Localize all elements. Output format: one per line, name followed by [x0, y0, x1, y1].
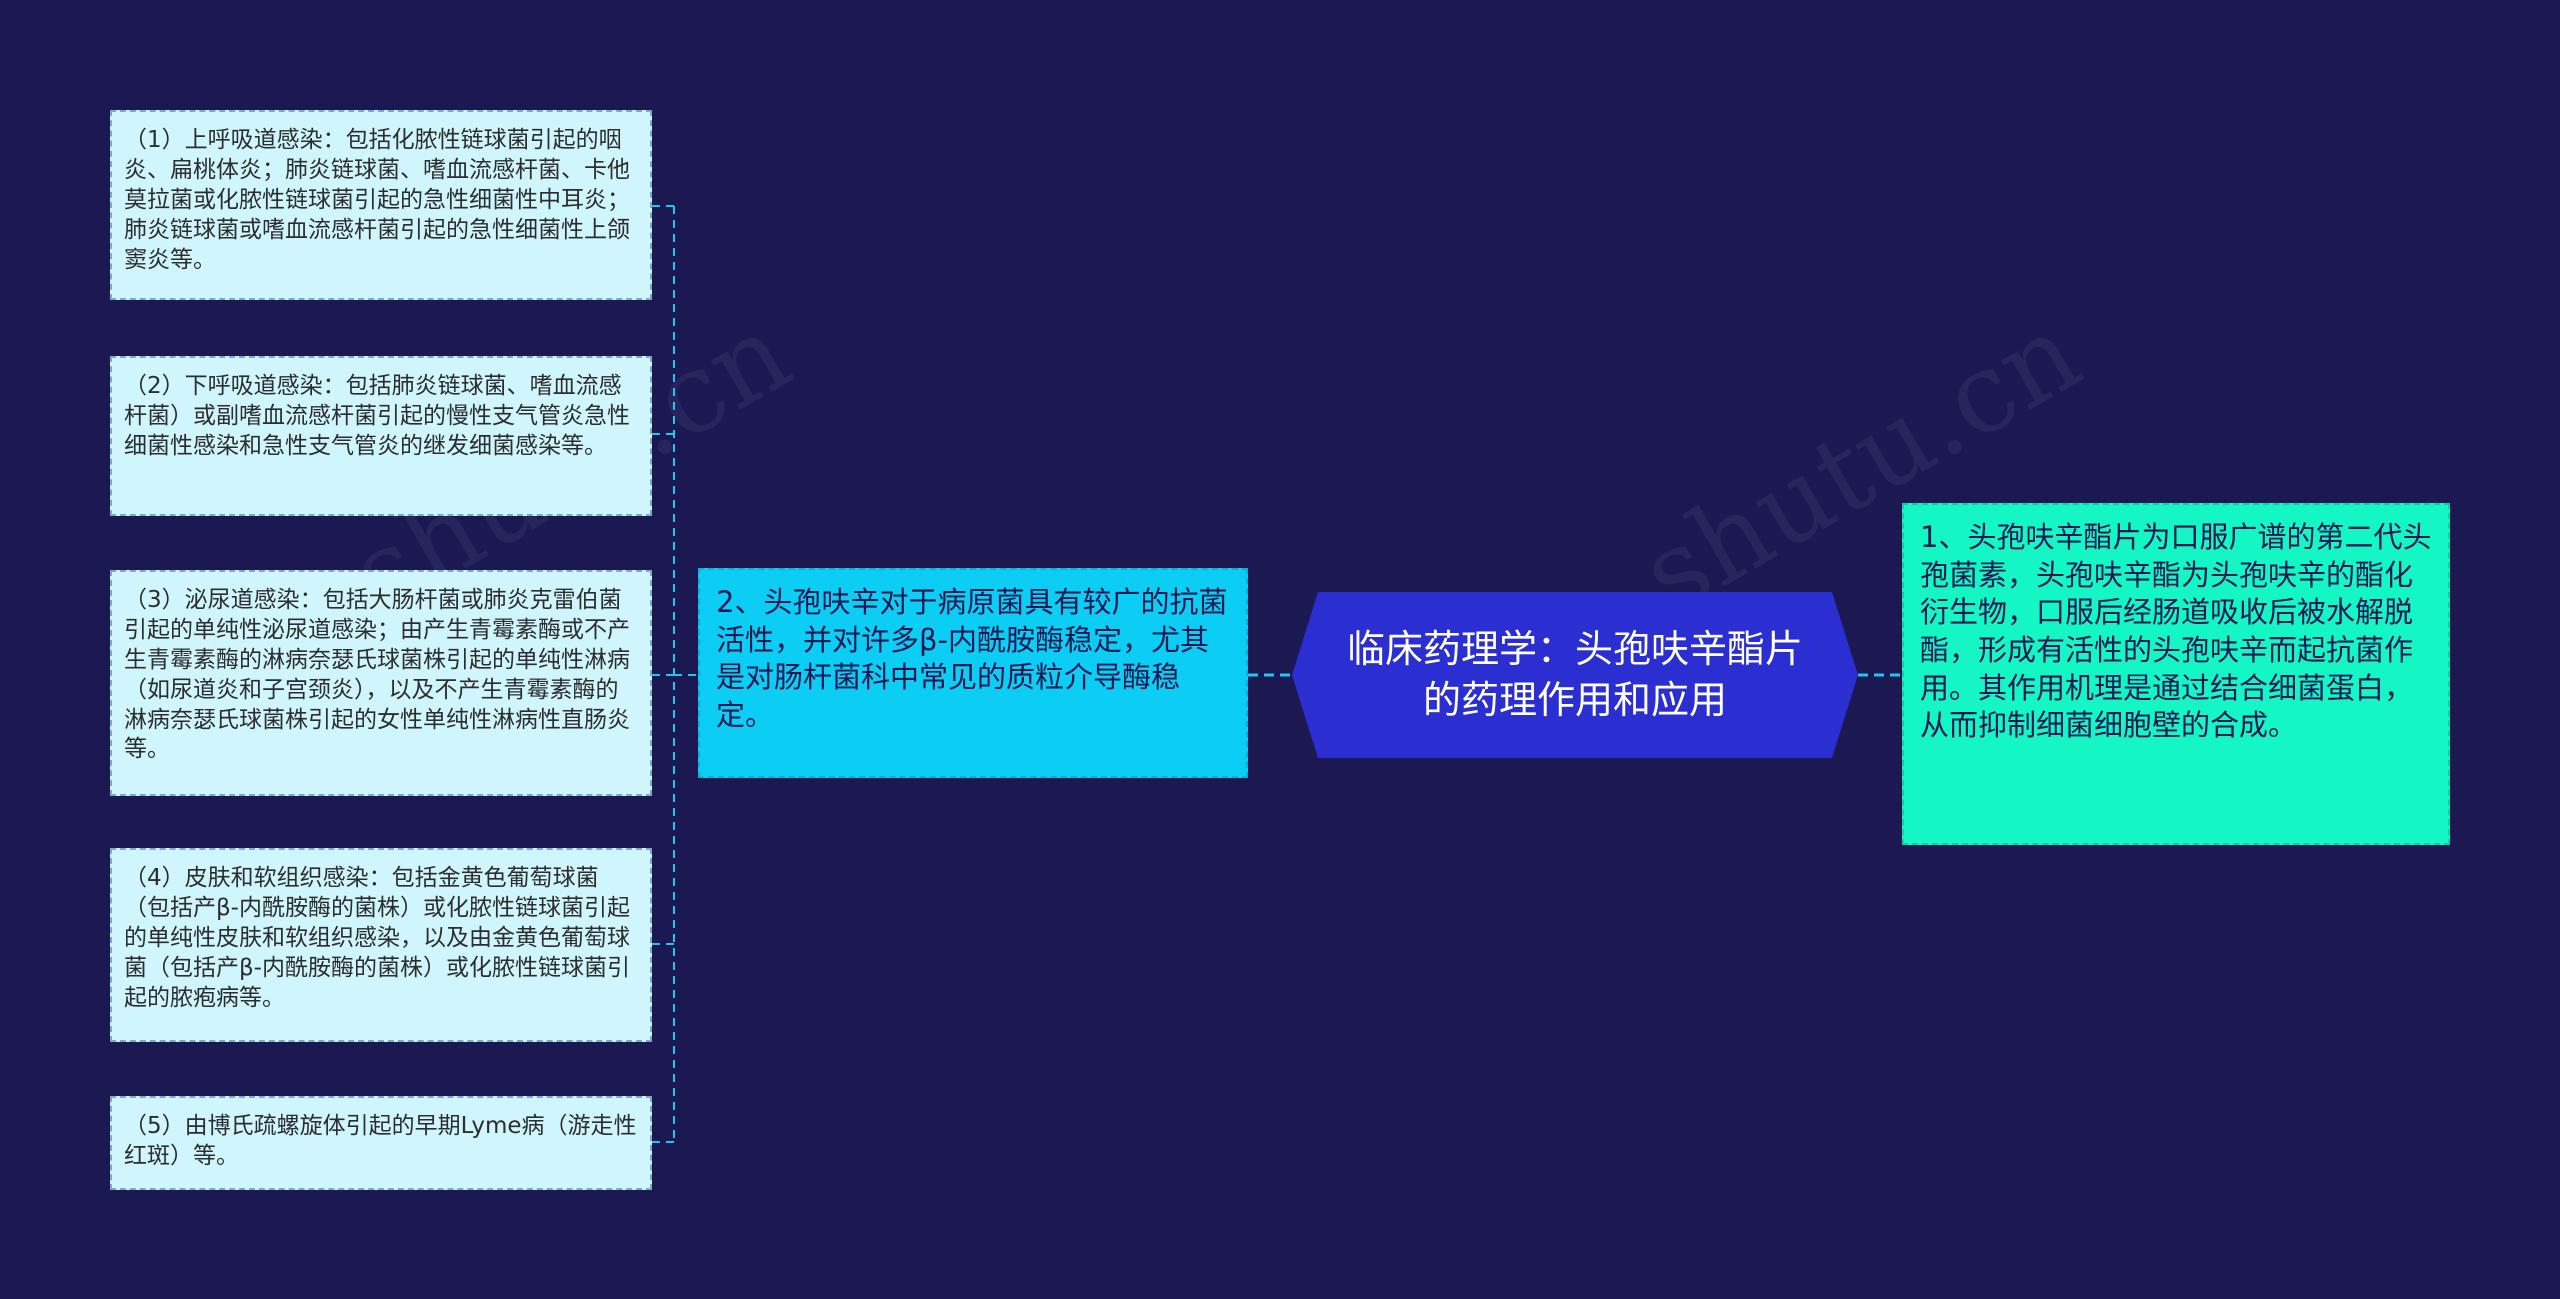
- branch-drug-mechanism[interactable]: 1、头孢呋辛酯片为口服广谱的第二代头孢菌素，头孢呋辛酯为头孢呋辛的酯化衍生物，口…: [1902, 503, 2450, 845]
- leaf-text: （1）上呼吸道感染：包括化脓性链球菌引起的咽炎、扁桃体炎；肺炎链球菌、嗜血流感杆…: [124, 127, 630, 273]
- leaf-upper-respiratory[interactable]: （1）上呼吸道感染：包括化脓性链球菌引起的咽炎、扁桃体炎；肺炎链球菌、嗜血流感杆…: [110, 110, 652, 300]
- central-topic-title: 临床药理学：头孢呋辛酯片的药理作用和应用: [1346, 626, 1803, 722]
- leaf-skin-soft-tissue[interactable]: （4）皮肤和软组织感染：包括金黄色葡萄球菌（包括产β-内酰胺酶的菌株）或化脓性链…: [110, 848, 652, 1042]
- leaf-text: （3）泌尿道感染：包括大肠杆菌或肺炎克雷伯菌引起的单纯性泌尿道感染；由产生青霉素…: [124, 587, 630, 763]
- branch-antibacterial-activity[interactable]: 2、头孢呋辛对于病原菌具有较广的抗菌活性，并对许多β-内酰胺酶稳定，尤其是对肠杆…: [698, 568, 1248, 778]
- leaf-urinary-tract[interactable]: （3）泌尿道感染：包括大肠杆菌或肺炎克雷伯菌引起的单纯性泌尿道感染；由产生青霉素…: [110, 570, 652, 796]
- leaf-text: （5）由博氏疏螺旋体引起的早期Lyme病（游走性红斑）等。: [124, 1113, 637, 1169]
- leaf-text: （2）下呼吸道感染：包括肺炎链球菌、嗜血流感杆菌）或副嗜血流感杆菌引起的慢性支气…: [124, 373, 630, 459]
- leaf-lower-respiratory[interactable]: （2）下呼吸道感染：包括肺炎链球菌、嗜血流感杆菌）或副嗜血流感杆菌引起的慢性支气…: [110, 356, 652, 516]
- central-topic-shape: [1292, 592, 1858, 758]
- branch-text: 2、头孢呋辛对于病原菌具有较广的抗菌活性，并对许多β-内酰胺酶稳定，尤其是对肠杆…: [716, 585, 1228, 733]
- central-topic[interactable]: 临床药理学：头孢呋辛酯片的药理作用和应用: [1292, 592, 1858, 758]
- leaf-text: （4）皮肤和软组织感染：包括金黄色葡萄球菌（包括产β-内酰胺酶的菌株）或化脓性链…: [124, 865, 630, 1011]
- leaf-lyme-disease[interactable]: （5）由博氏疏螺旋体引起的早期Lyme病（游走性红斑）等。: [110, 1096, 652, 1190]
- branch-text: 1、头孢呋辛酯片为口服广谱的第二代头孢菌素，头孢呋辛酯为头孢呋辛的酯化衍生物，口…: [1920, 520, 2432, 743]
